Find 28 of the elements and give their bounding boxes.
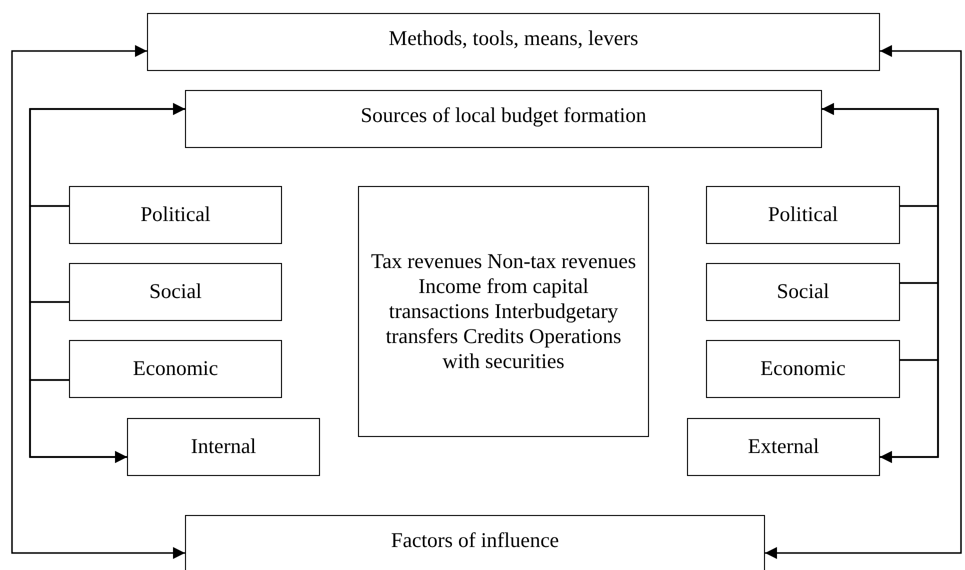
- text-box: [185, 90, 822, 148]
- arrow: [29, 379, 127, 463]
- text-box: [706, 186, 900, 244]
- box-text: Social: [776, 279, 830, 305]
- text-box: [687, 418, 880, 476]
- box-text: Economic: [132, 356, 218, 382]
- box-text: Factors of influence: [391, 528, 559, 554]
- text-box: [69, 263, 282, 321]
- box-text: Tax revenues Non-tax revenues Income from capital transactions Interbudgetary transfers Credits Operations with securities: [371, 248, 636, 374]
- text-box: [147, 13, 880, 71]
- box-text: Methods, tools, means, levers: [388, 26, 638, 52]
- box-text: External: [748, 434, 820, 460]
- text-box: [706, 263, 900, 321]
- text-box: [358, 186, 649, 437]
- box-text: Political: [768, 202, 838, 228]
- text-box: [69, 340, 282, 398]
- box-text: Sources of local budget formation: [360, 103, 646, 128]
- arrow: [11, 45, 185, 559]
- arrow: [880, 359, 939, 463]
- box-text: Economic: [760, 356, 846, 382]
- text-box: [706, 340, 900, 398]
- text-box: [127, 418, 320, 476]
- box-text: Social: [149, 279, 202, 305]
- arrow: [765, 45, 962, 559]
- box-text: Political: [140, 202, 210, 228]
- text-box: [185, 515, 765, 570]
- text-box: [69, 186, 282, 244]
- box-text: Internal: [190, 434, 256, 460]
